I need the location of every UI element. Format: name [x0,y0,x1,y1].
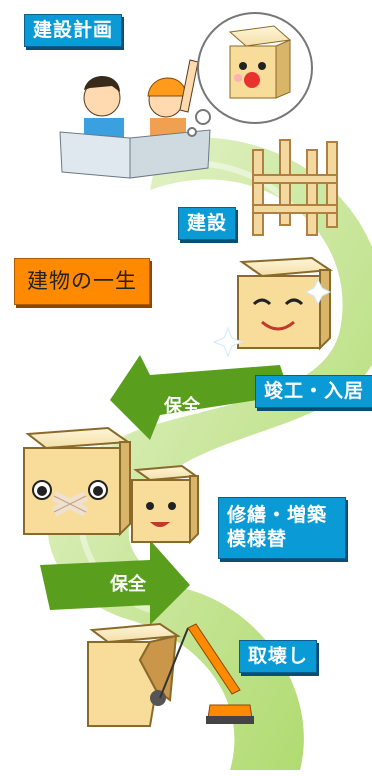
winding-road [47,137,372,770]
label-repair: 修繕・増築 模様替 [218,497,346,559]
smiling-box-icon [212,256,333,358]
scaffold-frame-icon [252,139,338,236]
bandaged-box-icon [23,426,131,537]
excavator-icon [159,623,254,724]
thought-bubble-box-icon [187,12,313,137]
maintenance-label-1: 保全 [164,396,200,417]
label-completion: 竣工・入居 [255,375,372,408]
label-construction: 建設 [178,207,237,240]
workers-blueprint-icon [59,59,211,179]
label-demolition: 取壊し [239,640,318,673]
label-planning: 建設計画 [24,14,123,47]
broken-box-icon [87,622,181,727]
maintenance-arrow-2 [40,540,190,625]
maintenance-arrow-1 [110,355,290,440]
label-life: 建物の一生 [14,258,150,305]
maintenance-label-2: 保全 [110,574,146,595]
small-box-icon [131,464,199,545]
